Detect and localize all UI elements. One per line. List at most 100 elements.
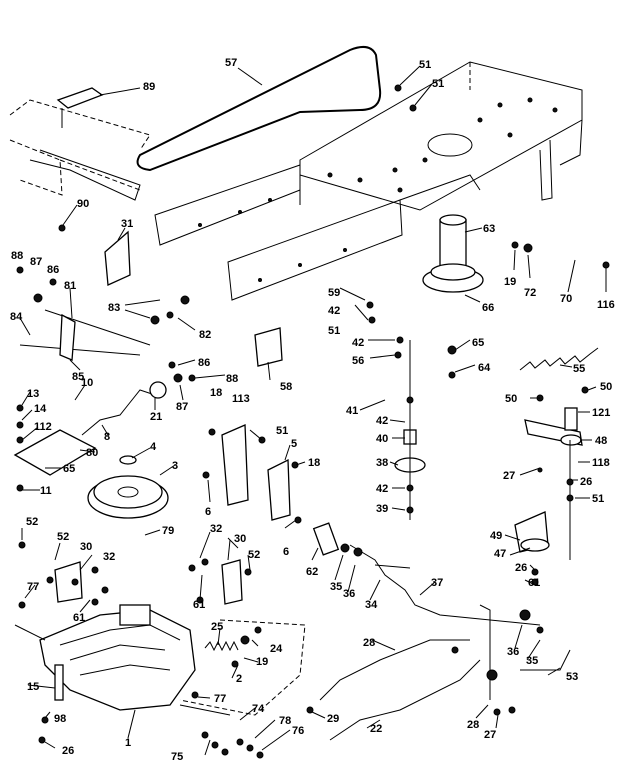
callout-27: 27 — [484, 729, 496, 741]
callout-39: 39 — [376, 503, 388, 515]
callout-66: 66 — [482, 302, 494, 314]
callout-63: 63 — [483, 223, 495, 235]
callout-77: 77 — [27, 581, 39, 593]
callout-19: 19 — [256, 656, 268, 668]
callout-51: 51 — [276, 425, 288, 437]
callout-87: 87 — [176, 401, 188, 413]
callout-77: 77 — [214, 693, 226, 705]
callout-50: 50 — [505, 393, 517, 405]
callout-86: 86 — [47, 264, 59, 276]
callout-26: 26 — [62, 745, 74, 757]
spring-25 — [204, 640, 239, 652]
callout-14: 14 — [34, 403, 47, 415]
callout-40: 40 — [376, 433, 388, 445]
callout-48: 48 — [595, 435, 607, 447]
bracket-113 — [221, 424, 249, 506]
callout-118: 118 — [592, 457, 610, 469]
callout-2: 2 — [236, 673, 242, 685]
shift-linkage — [19, 309, 167, 436]
callout-83: 83 — [108, 302, 120, 314]
callout-79: 79 — [162, 525, 174, 537]
callout-53: 53 — [566, 671, 578, 683]
callout-26: 26 — [515, 562, 527, 574]
callout-42: 42 — [328, 305, 340, 317]
callout-28: 28 — [467, 719, 479, 731]
callout-64: 64 — [478, 362, 491, 374]
callout-86: 86 — [198, 357, 210, 369]
callout-31: 31 — [121, 218, 133, 230]
callout-51: 51 — [592, 493, 604, 505]
callout-30: 30 — [234, 533, 246, 545]
callout-10: 10 — [81, 377, 93, 389]
chassis-frame — [9, 61, 583, 301]
callout-59: 59 — [328, 287, 340, 299]
callout-42: 42 — [352, 337, 364, 349]
callout-29: 29 — [327, 713, 339, 725]
callout-52: 52 — [248, 549, 260, 561]
callout-85: 85 — [72, 371, 84, 383]
bracket-89 — [56, 87, 104, 128]
callout-50: 50 — [600, 381, 612, 393]
callout-52: 52 — [57, 531, 69, 543]
callout-32: 32 — [210, 523, 222, 535]
callout-74: 74 — [252, 703, 265, 715]
callout-13: 13 — [27, 388, 39, 400]
callout-51: 51 — [419, 59, 431, 71]
bracket-80 — [13, 429, 97, 476]
callout-65: 65 — [472, 337, 484, 349]
bracket-58 — [254, 327, 283, 367]
callout-56: 56 — [352, 355, 364, 367]
idler-pulley-63 — [422, 214, 484, 293]
callout-4: 4 — [150, 441, 157, 453]
callout-70: 70 — [560, 293, 572, 305]
callout-98: 98 — [54, 713, 66, 725]
callout-labels: 57 89 51 51 90 31 63 19 72 70 116 88 87 … — [10, 57, 615, 763]
callout-27: 27 — [503, 470, 515, 482]
callout-116: 116 — [597, 299, 615, 311]
callout-34: 34 — [365, 599, 378, 611]
callout-3: 3 — [172, 460, 178, 472]
callout-80: 80 — [86, 447, 98, 459]
callout-89: 89 — [143, 81, 155, 93]
bracket-5 — [267, 458, 291, 521]
callout-61: 61 — [73, 612, 85, 624]
callout-36: 36 — [507, 646, 519, 658]
callout-30: 30 — [80, 541, 92, 553]
callout-41: 41 — [346, 405, 358, 417]
spring-55 — [519, 347, 599, 371]
transaxle-1 — [14, 604, 231, 716]
callout-87: 87 — [30, 256, 42, 268]
hardware-fasteners — [16, 84, 610, 759]
callout-113: 113 — [232, 393, 250, 405]
callout-81: 81 — [64, 280, 76, 292]
callout-36: 36 — [343, 588, 355, 600]
callout-35: 35 — [526, 655, 538, 667]
callout-62: 62 — [306, 566, 318, 578]
callout-47: 47 — [494, 548, 506, 560]
callout-58: 58 — [280, 381, 292, 393]
callout-28: 28 — [363, 637, 375, 649]
callout-78: 78 — [279, 715, 291, 727]
callout-55: 55 — [573, 363, 585, 375]
leader-lines — [19, 65, 607, 756]
callout-84: 84 — [10, 311, 23, 323]
callout-26: 26 — [580, 476, 592, 488]
callout-37: 37 — [431, 577, 443, 589]
callout-51: 51 — [432, 78, 444, 90]
callout-51: 51 — [328, 325, 340, 337]
drive-belt — [136, 45, 382, 172]
callout-61: 61 — [528, 577, 540, 589]
callout-75: 75 — [171, 751, 183, 763]
linkage-rods — [312, 522, 571, 741]
callout-61: 61 — [193, 599, 205, 611]
axle-outline — [179, 619, 306, 716]
callout-42: 42 — [376, 415, 388, 427]
pulley-38 — [394, 340, 426, 520]
callout-88: 88 — [226, 373, 238, 385]
callout-49: 49 — [490, 530, 502, 542]
callout-42: 42 — [376, 483, 388, 495]
callout-90: 90 — [77, 198, 89, 210]
callout-76: 76 — [292, 725, 304, 737]
callout-6: 6 — [205, 506, 211, 518]
